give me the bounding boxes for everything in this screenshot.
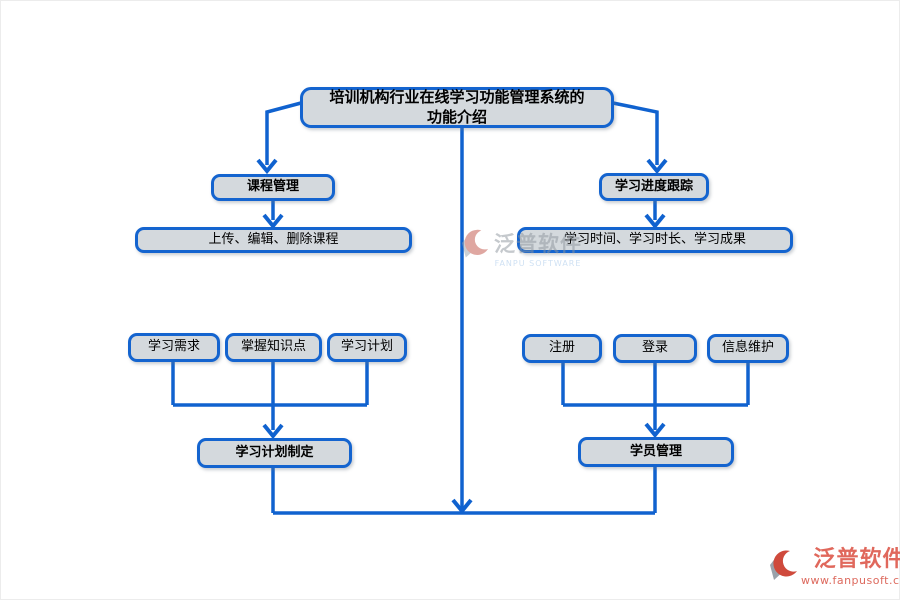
learning-needs-node: 学习需求 — [128, 333, 220, 362]
connector-title-to-course — [265, 101, 302, 165]
course-operations-node: 上传、编辑、删除课程 — [135, 227, 412, 253]
title-node: 培训机构行业在线学习功能管理系统的 功能介绍 — [300, 87, 614, 128]
arrow-down-icon — [256, 158, 278, 175]
learning-plan-node: 学习计划 — [327, 333, 407, 362]
arrow-down-icon — [262, 213, 284, 230]
knowledge-points-node: 掌握知识点 — [225, 333, 322, 362]
arrow-down-icon — [646, 158, 668, 175]
student-management-node: 学员管理 — [578, 437, 734, 467]
connector-title-to-progress — [612, 101, 659, 165]
progress-details-node: 学习时间、学习时长、学习成果 — [517, 227, 793, 253]
arrow-down-icon — [644, 213, 666, 230]
connector-student-group — [561, 363, 750, 430]
fanpu-logo: 泛普软件 www.fanpusoft.com — [768, 549, 900, 587]
footer-logo-url: www.fanpusoft.com — [801, 574, 900, 587]
arrowheads — [256, 158, 668, 515]
course-management-node: 课程管理 — [211, 174, 335, 201]
arrow-down-icon — [451, 498, 473, 515]
title-line1: 培训机构行业在线学习功能管理系统的 — [329, 88, 585, 106]
footer-logo-brand: 泛普软件 — [813, 547, 900, 572]
title-line2: 功能介绍 — [426, 107, 487, 126]
info-maintenance-node: 信息维护 — [707, 334, 789, 363]
fanpu-logo-icon — [770, 550, 797, 580]
arrow-down-icon — [644, 422, 666, 439]
register-node: 注册 — [522, 334, 602, 363]
arrow-down-icon — [262, 423, 284, 440]
progress-tracking-node: 学习进度跟踪 — [599, 173, 709, 201]
connector-plan-group — [171, 362, 369, 430]
plan-formulation-node: 学习计划制定 — [197, 438, 352, 468]
login-node: 登录 — [613, 334, 697, 363]
connector-bottom-bus — [271, 467, 657, 515]
